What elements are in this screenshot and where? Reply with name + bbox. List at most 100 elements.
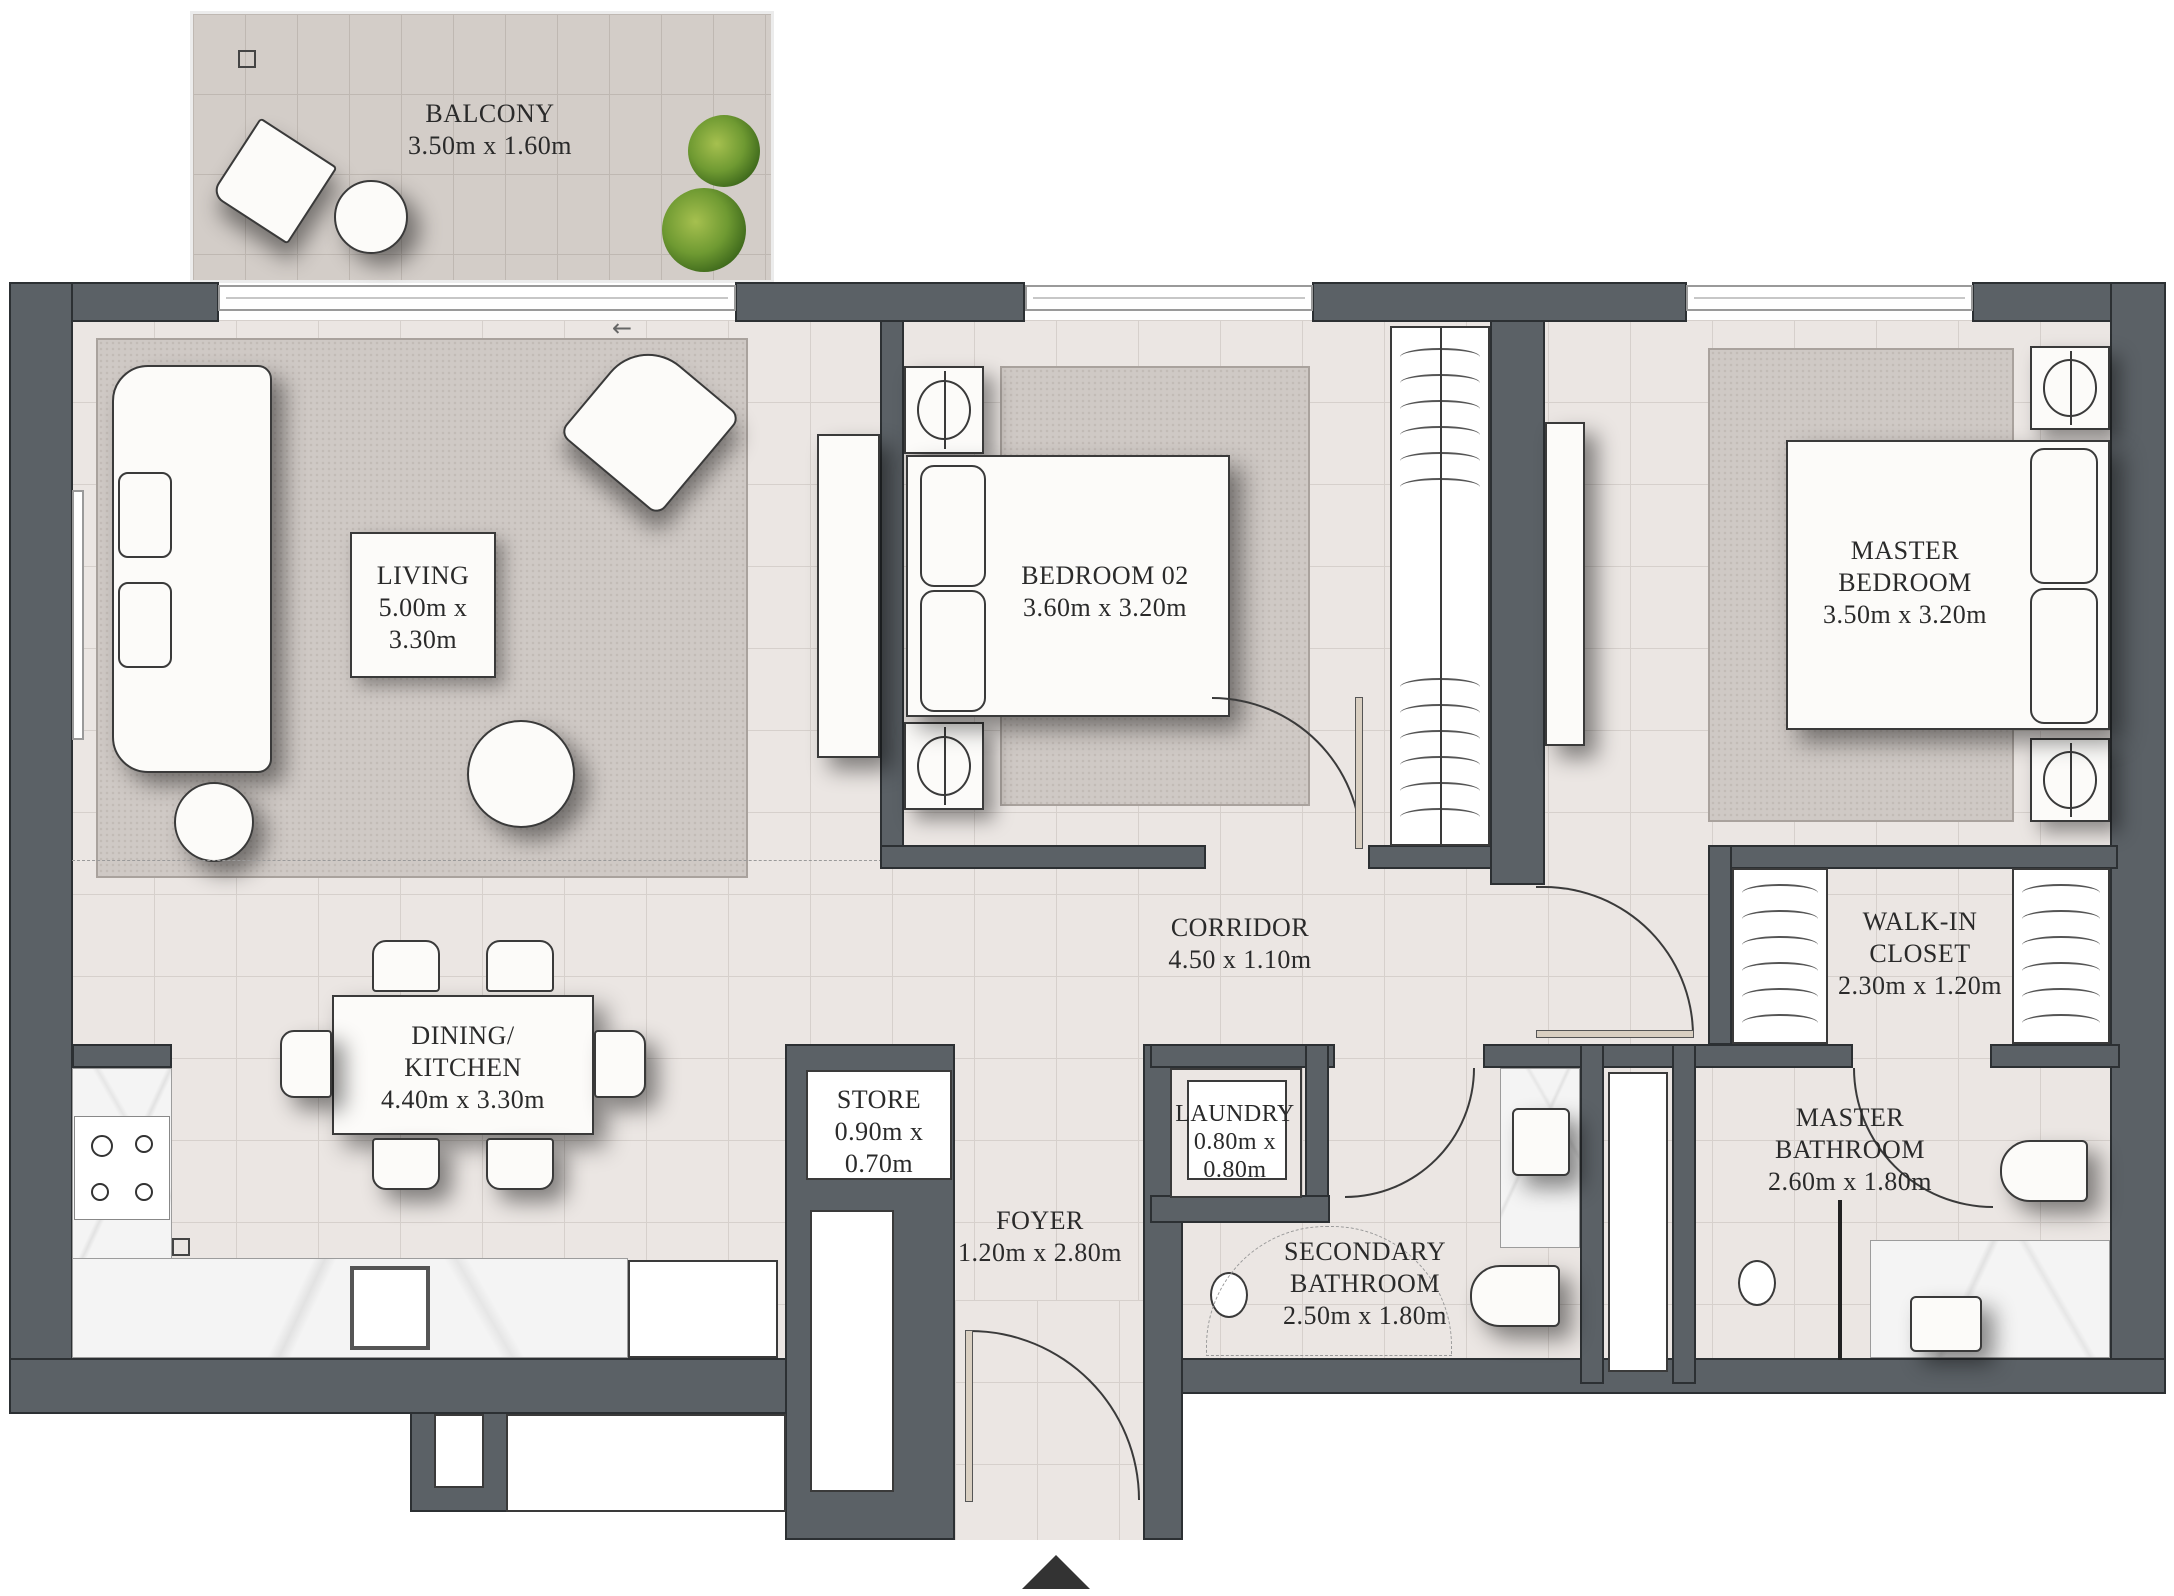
room-size: 1.20m x 2.80m: [958, 1238, 1122, 1267]
living-label-box: [350, 532, 496, 678]
room-size: 0.80m x: [1193, 1129, 1277, 1155]
wall: [1170, 1358, 2166, 1394]
nightstand: [2030, 738, 2110, 822]
room-size: 0.80m: [1203, 1157, 1267, 1183]
column-icon: [172, 1238, 190, 1256]
room-name: WALK-IN: [1862, 907, 1978, 936]
sofa-cushion: [118, 582, 172, 668]
entrance-arrow-icon: [1022, 1555, 1090, 1589]
wall: [1490, 320, 1545, 885]
balcony-side-table: [334, 180, 408, 254]
corridor-label: CORRIDOR 4.50 x 1.10m: [1130, 912, 1350, 976]
dining-chair: [372, 940, 440, 992]
dining-chair: [372, 1138, 440, 1190]
window: [72, 490, 84, 740]
balcony-sliding-door[interactable]: [218, 285, 736, 311]
room-name: SECONDARY: [1284, 1237, 1446, 1266]
kitchen-sink-icon: [350, 1266, 430, 1350]
refrigerator: [628, 1260, 778, 1358]
room-size: 4.40m x 3.30m: [381, 1085, 545, 1114]
plant-icon: [662, 188, 746, 272]
wall: [9, 1358, 789, 1414]
room-name: CLOSET: [1869, 939, 1971, 968]
cooktop-icon: [74, 1116, 170, 1220]
wall: [1483, 1044, 1853, 1068]
room-name: LIVING: [376, 561, 470, 590]
room-name: MASTER: [1850, 536, 1960, 565]
wall: [1708, 845, 2118, 869]
window: [1025, 285, 1313, 311]
wall: [2110, 282, 2166, 1394]
wardrobe[interactable]: [1390, 326, 1490, 846]
shower-head-icon: [1738, 1260, 1776, 1306]
vanity-counter: [1870, 1240, 2110, 1358]
floor-drain-icon: [238, 50, 256, 68]
pillow: [920, 590, 986, 712]
pillow: [920, 465, 986, 587]
pillow: [2030, 448, 2098, 584]
nightstand: [2030, 346, 2110, 430]
tv-unit: [1545, 422, 1585, 746]
room-name: DINING/: [411, 1021, 515, 1050]
master-bathroom-label: MASTER BATHROOM 2.60m x 1.80m: [1735, 1102, 1965, 1198]
cabinet: [506, 1414, 786, 1512]
room-size: 4.50 x 1.10m: [1168, 945, 1312, 974]
toilet-icon: [1470, 1265, 1560, 1327]
sliding-direction-arrow-icon: ←: [612, 314, 633, 342]
closet-shelf-right[interactable]: [2012, 868, 2110, 1044]
room-name: LAUNDRY: [1175, 1101, 1295, 1127]
wall: [735, 282, 1025, 322]
room-name: KITCHEN: [404, 1053, 522, 1082]
room-name: STORE: [836, 1085, 922, 1114]
wall: [880, 845, 1206, 869]
dining-table: [332, 995, 594, 1135]
door-leaf: [1355, 697, 1363, 849]
sofa: [112, 365, 272, 773]
store-room: [806, 1070, 952, 1180]
room-name: CORRIDOR: [1170, 913, 1310, 942]
room-size: 3.50m x 1.60m: [408, 131, 572, 160]
room-size: 3.50m x 3.20m: [1823, 600, 1987, 629]
wall: [1672, 1044, 1696, 1384]
room-name: FOYER: [996, 1206, 1084, 1235]
washing-machine-icon: [1187, 1080, 1287, 1180]
window: [1686, 285, 1973, 311]
dining-chair: [486, 940, 554, 992]
wall: [1150, 1195, 1330, 1223]
wall: [880, 320, 904, 868]
wall: [1708, 845, 1732, 1045]
wall: [1368, 845, 1492, 869]
master-bedroom-label: MASTER BEDROOM 3.50m x 3.20m: [1790, 535, 2020, 631]
room-name: BEDROOM 02: [1021, 561, 1189, 590]
nightstand: [904, 722, 984, 810]
duct-shaft: [1608, 1072, 1668, 1372]
closet-shelf-left[interactable]: [1732, 868, 1828, 1044]
wall: [1990, 1044, 2120, 1068]
dining-chair: [486, 1138, 554, 1190]
side-table: [174, 782, 254, 862]
laundry-label: LAUNDRY 0.80m x 0.80m: [1165, 1100, 1305, 1184]
washbasin-icon: [1910, 1296, 1982, 1352]
room-name: MASTER: [1795, 1103, 1905, 1132]
room-size: 3.60m x 3.20m: [1023, 593, 1187, 622]
sofa-cushion: [118, 472, 172, 558]
store-label: STORE 0.90m x 0.70m: [806, 1084, 952, 1180]
foyer-label: FOYER 1.20m x 2.80m: [940, 1205, 1140, 1269]
coffee-table: [467, 720, 575, 828]
balcony-label: BALCONY 3.50m x 1.60m: [340, 98, 640, 162]
living-label: LIVING 5.00m x 3.30m: [350, 560, 496, 656]
room-size: 2.50m x 1.80m: [1283, 1301, 1447, 1330]
room-name: BATHROOM: [1775, 1135, 1925, 1164]
shaft: [434, 1414, 484, 1488]
nightstand: [904, 366, 984, 454]
room-size: 2.30m x 1.20m: [1838, 971, 2002, 1000]
room-size: 0.90m x: [834, 1117, 924, 1146]
wall: [1312, 282, 1687, 322]
room-size: 3.30m: [388, 625, 458, 654]
tv-unit: [817, 434, 880, 758]
room-name: BATHROOM: [1290, 1269, 1440, 1298]
utility-cabinet: [810, 1210, 894, 1492]
room-name: BALCONY: [425, 99, 555, 128]
room-name: BEDROOM: [1838, 568, 1972, 597]
room-size: 2.60m x 1.80m: [1768, 1167, 1932, 1196]
